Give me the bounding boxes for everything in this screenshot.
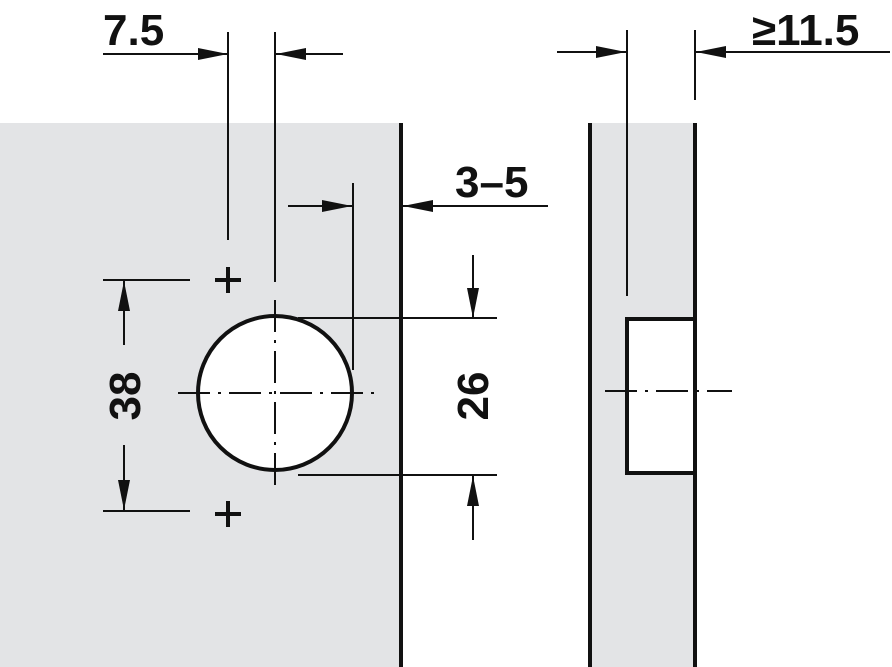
screw-mark-bottom — [215, 501, 241, 527]
min-thickness-label: ≥11.5 — [752, 6, 859, 55]
cup-bore-section — [625, 317, 697, 475]
screw-mark-top — [215, 267, 241, 293]
screw-spacing-label: 38 — [101, 372, 150, 421]
cup-diameter-label: 26 — [449, 372, 498, 421]
edge-distance-label: 3–5 — [455, 158, 528, 207]
hole-offset-label: 7.5 — [103, 6, 164, 55]
